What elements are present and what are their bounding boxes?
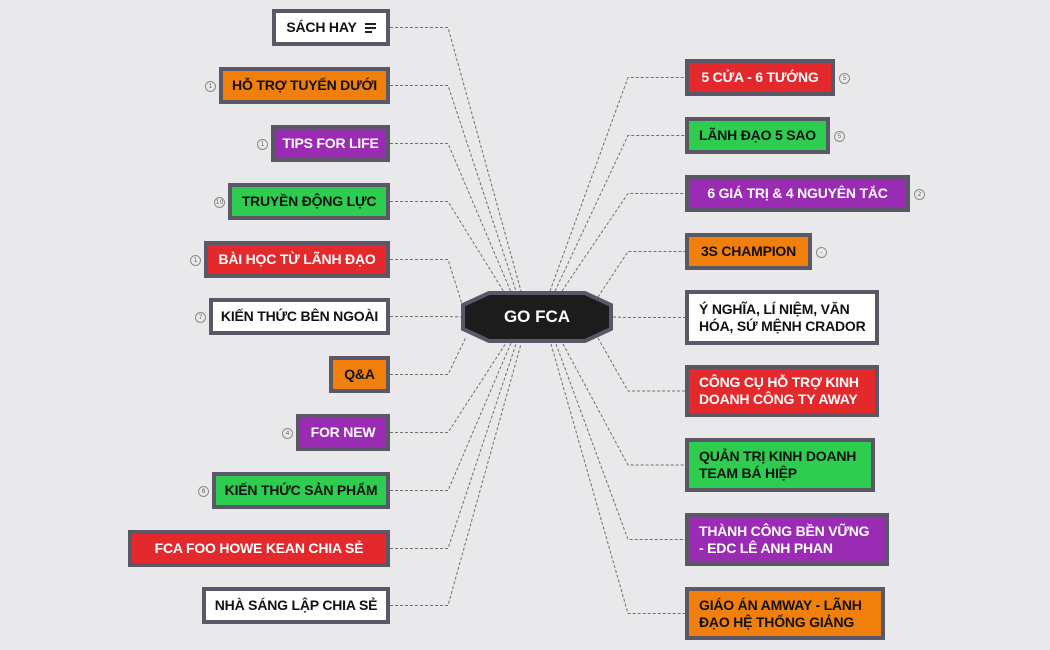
connector-left-10 xyxy=(390,343,522,606)
connector-left-2 xyxy=(390,143,512,293)
connector-right-5 xyxy=(597,337,685,392)
topic-label: CÔNG CỤ HỖ TRỢ KINH DOANH CÔNG TY AWAY xyxy=(699,374,859,407)
topic-6-gia-tri-4-nguyen-tac[interactable]: 6 GIÁ TRỊ & 4 NGUYÊN TẮC xyxy=(685,175,910,212)
topic-label: THÀNH CÔNG BỀN VỮNG - EDC LÊ ANH PHAN xyxy=(699,522,870,556)
topic-fca-foo-howe-kean-chia-se[interactable]: FCA FOO HOWE KEAN CHIA SẺ xyxy=(128,530,390,567)
child-count-badge[interactable]: 2 xyxy=(914,188,925,200)
central-topic[interactable]: GO FCA xyxy=(461,291,613,343)
topic-q-a[interactable]: Q&A xyxy=(329,356,390,393)
child-count-badge[interactable]: 10 xyxy=(214,196,225,208)
topic-cong-cu-ho-tro-kinh-doanh-cong-ty-away[interactable]: CÔNG CỤ HỖ TRỢ KINH DOANH CÔNG TY AWAY xyxy=(685,365,879,417)
topic-y-nghia-li-niem-van-hoa-su-menh-crador[interactable]: Ý NGHĨA, LÍ NIỆM, VĂN HÓA, SỨ MỆNH CRADO… xyxy=(685,290,879,345)
topic-ho-tro-tuyen-duoi[interactable]: HỖ TRỢ TUYẾN DƯỚI xyxy=(219,67,390,104)
child-count-badge[interactable]: 1 xyxy=(190,254,201,266)
menu-lines-icon xyxy=(364,21,376,35)
connector-left-0 xyxy=(390,27,522,292)
topic-label: FCA FOO HOWE KEAN CHIA SẺ xyxy=(154,540,364,556)
topic-label: HỖ TRỢ TUYẾN DƯỚI xyxy=(232,77,377,93)
child-count-badge[interactable]: 4 xyxy=(282,427,293,439)
connector-left-3 xyxy=(390,201,505,293)
child-count-badge[interactable]: 5 xyxy=(839,72,850,84)
topic-bai-hoc-tu-lanh-dao[interactable]: BÀI HỌC TỪ LÃNH ĐẠO xyxy=(204,241,390,278)
topic-label: SÁCH HAY xyxy=(286,19,357,35)
child-count-badge[interactable]: 1 xyxy=(257,138,268,150)
topic-kien-thuc-ben-ngoai[interactable]: KIẾN THỨC BÊN NGOÀI xyxy=(209,298,390,335)
connector-right-2 xyxy=(561,193,685,292)
topic-5-cua-6-tuong[interactable]: 5 CỬA - 6 TƯỚNG xyxy=(685,59,835,96)
topic-label: NHÀ SÁNG LẬP CHIA SẺ xyxy=(214,597,378,613)
topic-label: 6 GIÁ TRỊ & 4 NGUYÊN TẮC xyxy=(707,185,888,201)
connector-left-5 xyxy=(390,316,462,318)
topic-label: Q&A xyxy=(344,366,375,382)
child-count-badge[interactable]: 7 xyxy=(195,311,206,323)
child-count-badge[interactable]: 8 xyxy=(198,485,209,497)
connector-right-1 xyxy=(554,135,685,292)
topic-3s-champion[interactable]: 3S CHAMPION xyxy=(685,233,812,270)
topic-label: GIÁO ÁN AMWAY - LÃNH ĐẠO HỆ THỐNG GIẢNG xyxy=(699,596,862,630)
topic-label: FOR NEW xyxy=(310,424,376,440)
connector-left-9 xyxy=(390,343,517,549)
central-topic-shape xyxy=(461,291,613,343)
topic-label: 5 CỬA - 6 TƯỚNG xyxy=(701,69,819,85)
connector-right-7 xyxy=(555,343,685,540)
connector-left-7 xyxy=(390,342,507,433)
topic-tips-for-life[interactable]: TIPS FOR LIFE xyxy=(271,125,390,162)
topic-label: LÃNH ĐẠO 5 SAO xyxy=(699,127,816,143)
child-count-badge[interactable]: 1 xyxy=(205,80,216,92)
topic-truyen-dong-luc[interactable]: TRUYỀN ĐỘNG LỰC xyxy=(228,183,390,220)
topic-label: QUẢN TRỊ KINH DOANH TEAM BÁ HIỆP xyxy=(699,448,857,481)
connector-right-4 xyxy=(612,316,685,318)
connector-right-8 xyxy=(550,343,685,614)
topic-giao-an-amway-lanh-dao-he-thong-giang[interactable]: GIÁO ÁN AMWAY - LÃNH ĐẠO HỆ THỐNG GIẢNG xyxy=(685,587,885,640)
topic-quan-tri-kinh-doanh-team-ba-hiep[interactable]: QUẢN TRỊ KINH DOANH TEAM BÁ HIỆP xyxy=(685,438,875,492)
topic-label: TRUYỀN ĐỘNG LỰC xyxy=(241,193,377,209)
child-count-badge[interactable]: 5 xyxy=(834,130,845,142)
central-topic-label: GO FCA xyxy=(503,307,571,326)
connector-right-3 xyxy=(597,251,685,298)
connector-left-4 xyxy=(390,259,463,305)
child-count-badge[interactable]: - xyxy=(816,246,827,258)
topic-label: TIPS FOR LIFE xyxy=(282,135,379,151)
connector-left-1 xyxy=(390,85,517,292)
topic-label: KIẾN THỨC BÊN NGOÀI xyxy=(220,308,379,324)
topic-label: BÀI HỌC TỪ LÃNH ĐẠO xyxy=(218,251,376,267)
topic-thanh-cong-ben-vung-edc-le-anh-phan[interactable]: THÀNH CÔNG BỀN VỮNG - EDC LÊ ANH PHAN xyxy=(685,513,889,566)
topic-label: KIẾN THỨC SẢN PHẨM xyxy=(224,482,378,498)
topic-kien-thuc-san-pham[interactable]: KIẾN THỨC SẢN PHẨM xyxy=(212,472,390,509)
topic-for-new[interactable]: FOR NEW xyxy=(296,414,390,451)
connector-left-6 xyxy=(390,336,467,375)
topic-label: Ý NGHĨA, LÍ NIỆM, VĂN HÓA, SỨ MỆNH CRADO… xyxy=(699,300,866,334)
connector-left-8 xyxy=(390,342,512,491)
topic-nha-sang-lap-chia-se[interactable]: NHÀ SÁNG LẬP CHIA SẺ xyxy=(202,587,390,624)
connector-right-0 xyxy=(549,77,685,292)
topic-label: 3S CHAMPION xyxy=(700,243,797,259)
topic-sach-hay[interactable]: SÁCH HAY xyxy=(272,9,390,46)
topic-lanh-dao-5-sao[interactable]: LÃNH ĐẠO 5 SAO xyxy=(685,117,830,154)
connector-right-6 xyxy=(562,343,685,466)
